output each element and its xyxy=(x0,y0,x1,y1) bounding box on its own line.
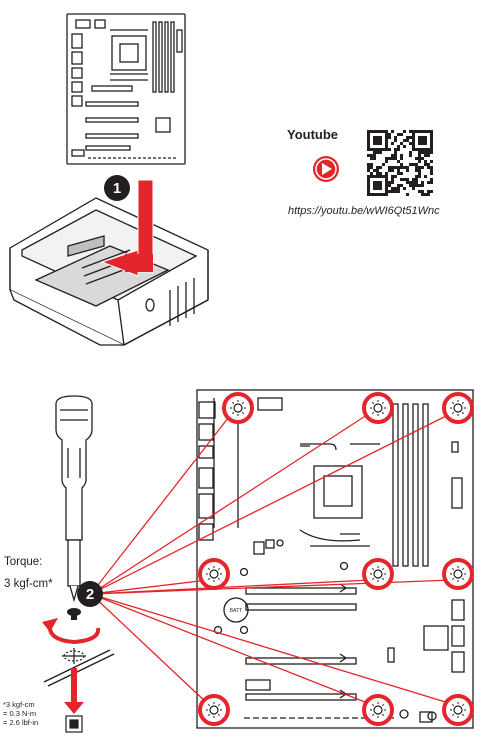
torque-conversion-3: = 2.6 lbf-in xyxy=(3,718,39,727)
screwdriver-illustration xyxy=(55,395,93,603)
youtube-title: Youtube xyxy=(287,127,339,142)
battery-label: BATT xyxy=(230,608,242,614)
step-2-badge: 2 xyxy=(77,581,103,607)
mounting-hole-icon xyxy=(362,392,394,424)
standoff-icon xyxy=(65,715,83,733)
mounting-points xyxy=(198,392,474,726)
torque-conversion-1: *3 kgf-cm xyxy=(3,700,35,709)
step-1-badge-circle xyxy=(104,175,130,201)
mounting-hole-icon xyxy=(362,558,394,590)
step-1-badge: 1 xyxy=(104,175,130,201)
youtube-play-icon xyxy=(313,156,339,182)
step-2-badge-circle xyxy=(77,581,103,607)
torque-label: Torque: xyxy=(4,556,43,568)
mounting-hole-icon xyxy=(198,694,230,726)
torque-conversion-2: = 0.3 N-m xyxy=(3,709,37,718)
insert-arrow xyxy=(100,179,154,277)
mounting-hole-icon xyxy=(222,392,254,424)
screw-icon xyxy=(67,608,81,620)
motherboard-large-outline xyxy=(196,389,474,729)
youtube-link[interactable]: https://youtu.be/wWI6Qt51Wnc xyxy=(288,205,440,217)
mounting-hole-icon xyxy=(362,694,394,726)
step-2-number: 2 xyxy=(85,585,95,603)
motherboard-top-outline xyxy=(66,13,186,165)
pc-case-illustration xyxy=(9,197,209,346)
mounting-hole-icon xyxy=(442,558,474,590)
mounting-hole-icon xyxy=(198,558,230,590)
mounting-hole-icon xyxy=(442,694,474,726)
torque-value: 3 kgf-cm* xyxy=(4,578,53,590)
mounting-lines xyxy=(90,412,453,705)
standoff-hole-icon xyxy=(43,648,115,687)
down-arrow xyxy=(64,668,84,714)
rotation-arrow xyxy=(42,618,101,645)
qr-code-icon xyxy=(367,130,433,196)
step-1-number: 1 xyxy=(112,179,122,197)
mounting-hole-icon xyxy=(442,392,474,424)
